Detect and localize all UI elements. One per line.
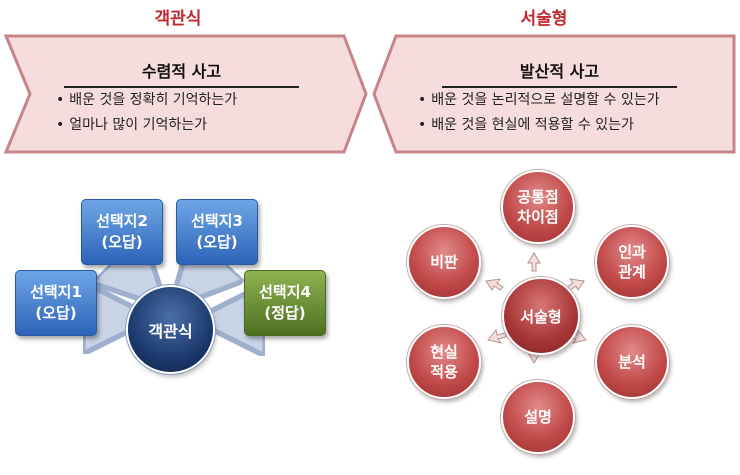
node-similarity-difference: 공통점 차이점 xyxy=(501,170,575,244)
node-criticism: 비판 xyxy=(407,225,481,299)
left-bullet-2: 얼마나 많이 기억하는가 xyxy=(56,113,237,138)
left-diagram-arrows xyxy=(0,175,370,475)
choice-2-box: 선택지2 (오답) xyxy=(81,199,163,265)
node-real-application: 현실 적용 xyxy=(407,325,481,399)
left-bullet-1: 배운 것을 정확히 기억하는가 xyxy=(56,88,237,113)
node-causality: 인과 관계 xyxy=(595,225,669,299)
right-bullet-list: 배운 것을 논리적으로 설명할 수 있는가 배운 것을 현실에 적용할 수 있는… xyxy=(418,88,660,138)
node-explanation: 설명 xyxy=(501,380,575,454)
choice-4-box: 선택지4 (정답) xyxy=(244,270,326,336)
node-analysis: 분석 xyxy=(595,325,669,399)
left-bullet-list: 배운 것을 정확히 기억하는가 얼마나 많이 기억하는가 xyxy=(56,88,237,138)
choice-3-box: 선택지3 (오답) xyxy=(176,199,258,265)
descriptive-hub: 서술형 xyxy=(502,277,580,355)
right-panel: 발산적 사고 배운 것을 논리적으로 설명할 수 있는가 배운 것을 현실에 적… xyxy=(372,34,737,154)
left-heading: 수렴적 사고 xyxy=(64,58,299,88)
choice-1-box: 선택지1 (오답) xyxy=(15,270,97,336)
right-bullet-2: 배운 것을 현실에 적용할 수 있는가 xyxy=(418,113,660,138)
right-bullet-1: 배운 것을 논리적으로 설명할 수 있는가 xyxy=(418,88,659,113)
objective-hub: 객관식 xyxy=(128,287,213,372)
left-panel: 수렴적 사고 배운 것을 정확히 기억하는가 얼마나 많이 기억하는가 xyxy=(4,34,369,154)
right-title: 서술형 xyxy=(520,9,568,29)
right-heading: 발산적 사고 xyxy=(442,58,677,88)
left-title: 객관식 xyxy=(154,9,202,29)
